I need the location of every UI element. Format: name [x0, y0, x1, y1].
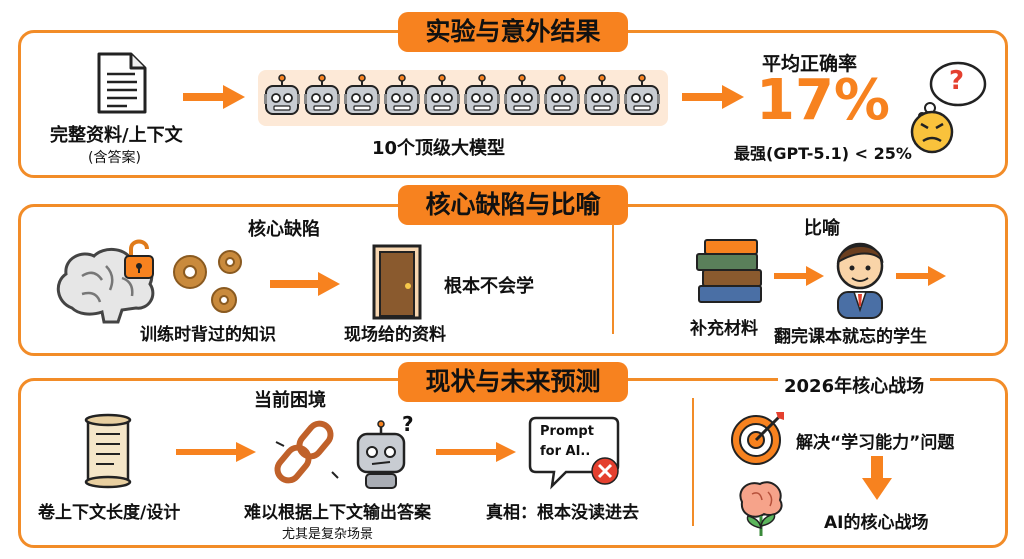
- defect-title: 核心缺陷: [248, 219, 320, 240]
- section-divider: [692, 398, 694, 526]
- arrow-right-icon: [682, 85, 744, 109]
- battlefield-label: AI的核心战场: [824, 513, 929, 533]
- input-label: 完整资料/上下文: [50, 125, 183, 146]
- angry-face-icon: [910, 110, 954, 154]
- brain-plant-icon: [739, 481, 783, 536]
- accuracy-value: 17%: [756, 68, 891, 133]
- gears-icon: [173, 250, 242, 313]
- arrow-right-icon: [270, 272, 340, 296]
- best-model-label: 最强(GPT-5.1) < 25%: [734, 144, 912, 163]
- robot-icon: [464, 74, 500, 115]
- arrow-down-icon: [862, 456, 892, 500]
- confused-robot-icon: [356, 420, 406, 489]
- arrow-right-icon: [183, 85, 245, 109]
- panel-future: [18, 378, 1008, 548]
- prompt-text-line2: for AI..: [540, 444, 591, 459]
- future-title: 2026年核心战场: [778, 372, 931, 398]
- input-sublabel: (含答案): [88, 150, 141, 166]
- books-icon: [696, 239, 762, 303]
- robot-sublabel: 尤其是复杂场景: [282, 527, 374, 542]
- student-icon: [836, 242, 884, 319]
- arrow-right-icon: [176, 442, 256, 462]
- robot-icon: [504, 74, 540, 115]
- arrow-right-icon: [774, 266, 824, 286]
- supplement-label: 补充材料: [690, 319, 758, 339]
- robot-icon: [544, 74, 580, 115]
- models-label: 10个顶级大模型: [372, 138, 506, 159]
- student-label: 翻完课本就忘的学生: [774, 327, 927, 347]
- scroll-label: 卷上下文长度/设计: [38, 503, 181, 523]
- broken-chain-icon: [274, 420, 339, 484]
- dilemma-title: 当前困境: [254, 390, 326, 411]
- trained-knowledge-label: 训练时背过的知识: [140, 325, 276, 345]
- robot-icon: [384, 74, 420, 115]
- accuracy-title: 平均正确率: [762, 53, 858, 75]
- robot-icon: [304, 74, 340, 115]
- document-icon: [97, 52, 147, 114]
- metaphor-title: 比喻: [804, 218, 840, 239]
- banner-defect: 核心缺陷与比喻: [398, 185, 628, 225]
- banner-experiment: 实验与意外结果: [398, 12, 628, 52]
- banner-future: 现状与未来预测: [398, 362, 628, 402]
- cannot-learn-label: 根本不会学: [444, 276, 534, 297]
- solve-label: 解决“学习能力”问题: [796, 433, 955, 453]
- question-mark: ?: [949, 66, 965, 96]
- section-divider: [612, 224, 614, 334]
- robot-question-mark: ?: [402, 412, 414, 436]
- arrow-right-icon: [896, 266, 946, 286]
- robot-icon: [264, 74, 300, 115]
- robot-icon: [584, 74, 620, 115]
- robot-group: [262, 74, 664, 122]
- error-x-icon: [591, 457, 619, 485]
- robot-icon: [344, 74, 380, 115]
- lock-icon: [124, 239, 154, 279]
- target-icon: [731, 412, 784, 465]
- truth-label: 真相：根本没读进去: [486, 503, 639, 523]
- robot-label: 难以根据上下文输出答案: [244, 503, 431, 523]
- arrow-right-icon: [436, 442, 516, 462]
- onsite-material-label: 现场给的资料: [344, 325, 446, 345]
- prompt-text-line1: Prompt: [540, 424, 594, 439]
- robot-icon: [624, 74, 660, 115]
- scroll-icon: [84, 413, 132, 489]
- door-icon: [372, 244, 422, 320]
- robot-icon: [424, 74, 460, 115]
